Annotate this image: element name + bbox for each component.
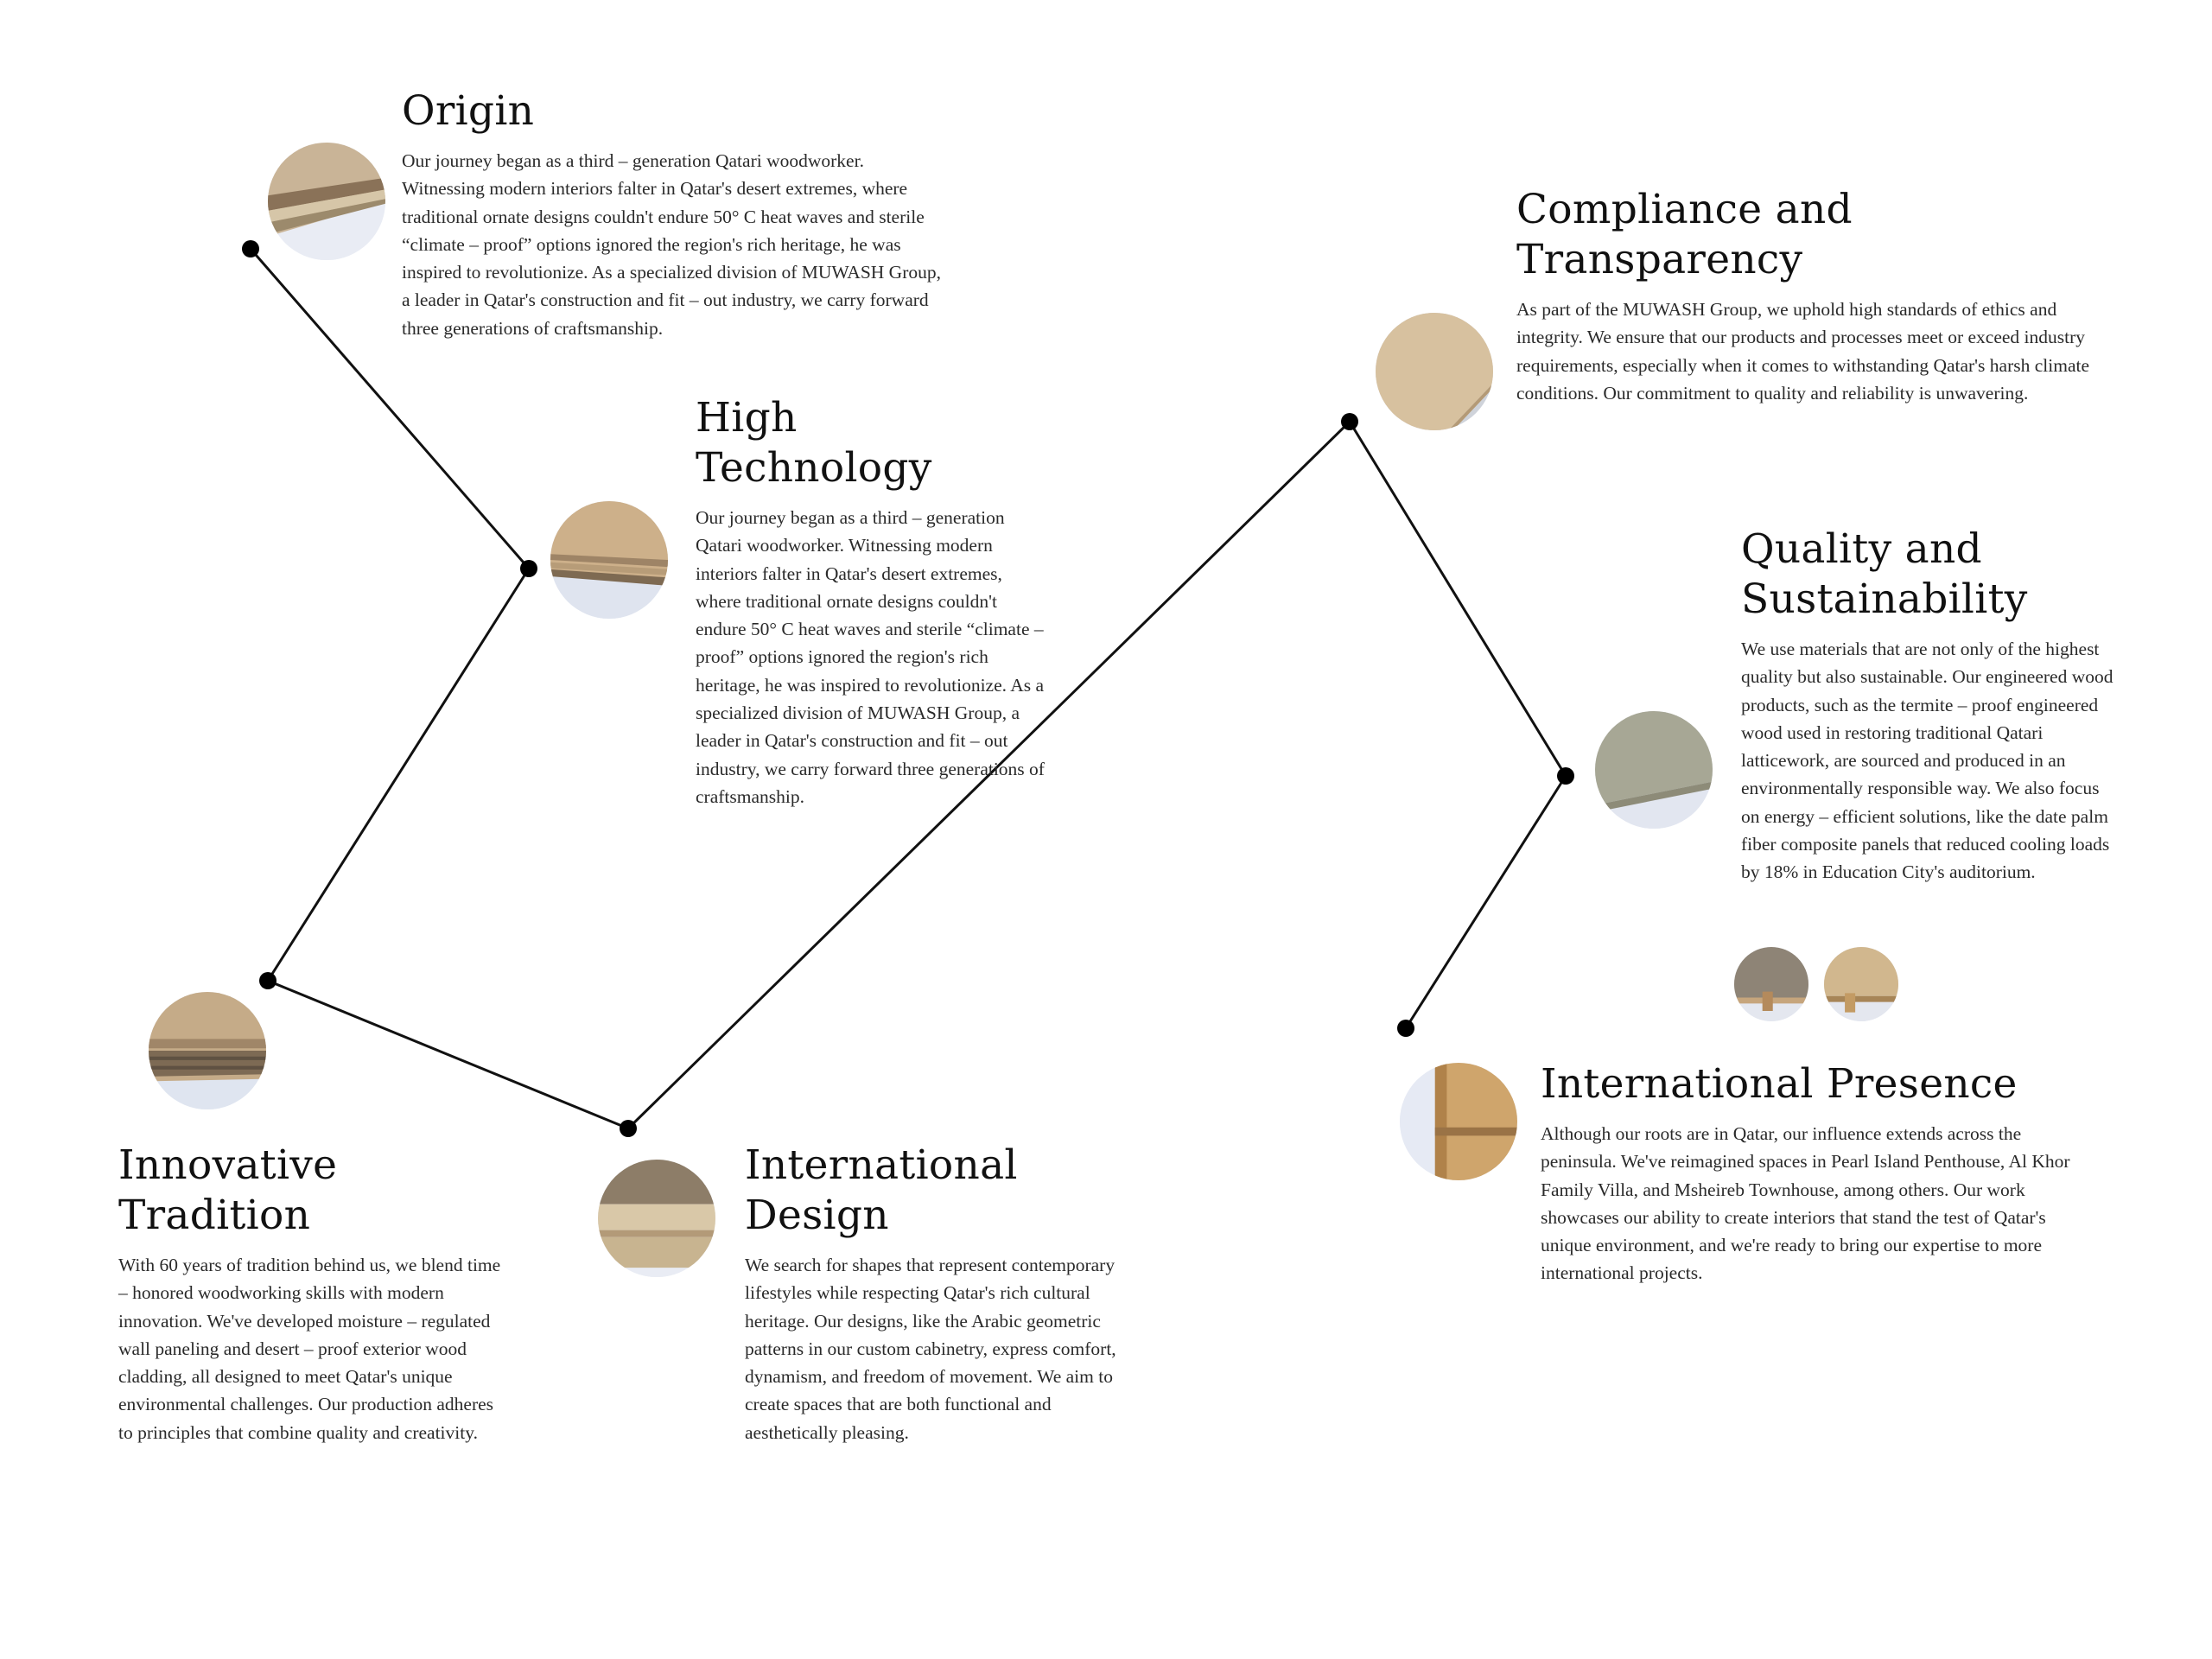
section-title: High Technology	[696, 394, 932, 492]
section-international-presence: International Presence Although our root…	[1541, 1059, 2072, 1287]
section-title: Origin	[402, 87, 535, 135]
section-innovative-tradition: Innovative Tradition With 60 years of tr…	[118, 1141, 507, 1446]
wood-sample-origin-image	[268, 143, 385, 260]
timeline-node-high-technology	[520, 560, 537, 577]
wood-sample-international-design-image	[598, 1160, 715, 1277]
section-title: International Presence	[1541, 1060, 2018, 1108]
section-body: Our journey began as a third – generatio…	[696, 507, 1045, 807]
section-body: Our journey began as a third – generatio…	[402, 150, 941, 339]
section-title: Quality and Sustainability	[1741, 525, 2028, 623]
section-title: International Design	[745, 1141, 1018, 1239]
wood-sample-international-presence-image	[1400, 1063, 1517, 1180]
section-compliance: Compliance and Transparency As part of t…	[1516, 185, 2113, 407]
section-body: We search for shapes that represent cont…	[745, 1255, 1116, 1443]
timeline-node-innovative-tradition	[259, 972, 276, 989]
timeline-node-origin	[242, 240, 259, 257]
timeline-node-quality	[1557, 767, 1574, 785]
wood-sample-quality-secondary-image-1	[1734, 947, 1808, 1021]
section-international-design: International Design We search for shape…	[745, 1141, 1142, 1446]
section-body: We use materials that are not only of th…	[1741, 639, 2113, 883]
timeline-node-international-design	[620, 1120, 637, 1137]
wood-sample-quality-image	[1595, 711, 1713, 829]
wood-sample-innovative-tradition-image	[149, 992, 266, 1109]
section-body: With 60 years of tradition behind us, we…	[118, 1255, 501, 1443]
section-body: Although our roots are in Qatar, our inf…	[1541, 1123, 2070, 1284]
wood-sample-high-technology-image	[550, 501, 668, 619]
timeline-node-compliance	[1341, 413, 1358, 430]
section-quality: Quality and Sustainability We use materi…	[1741, 524, 2121, 887]
timeline-node-international-presence	[1397, 1020, 1414, 1037]
section-title: Innovative Tradition	[118, 1141, 338, 1239]
wood-sample-quality-secondary-image-2	[1824, 947, 1898, 1021]
section-body: As part of the MUWASH Group, we uphold h…	[1516, 299, 2090, 404]
wood-sample-compliance-image	[1376, 313, 1493, 430]
section-high-technology: High Technology Our journey began as a t…	[696, 393, 1046, 810]
section-title: Compliance and Transparency	[1516, 186, 1853, 283]
section-origin: Origin Our journey began as a third – ge…	[402, 86, 946, 342]
